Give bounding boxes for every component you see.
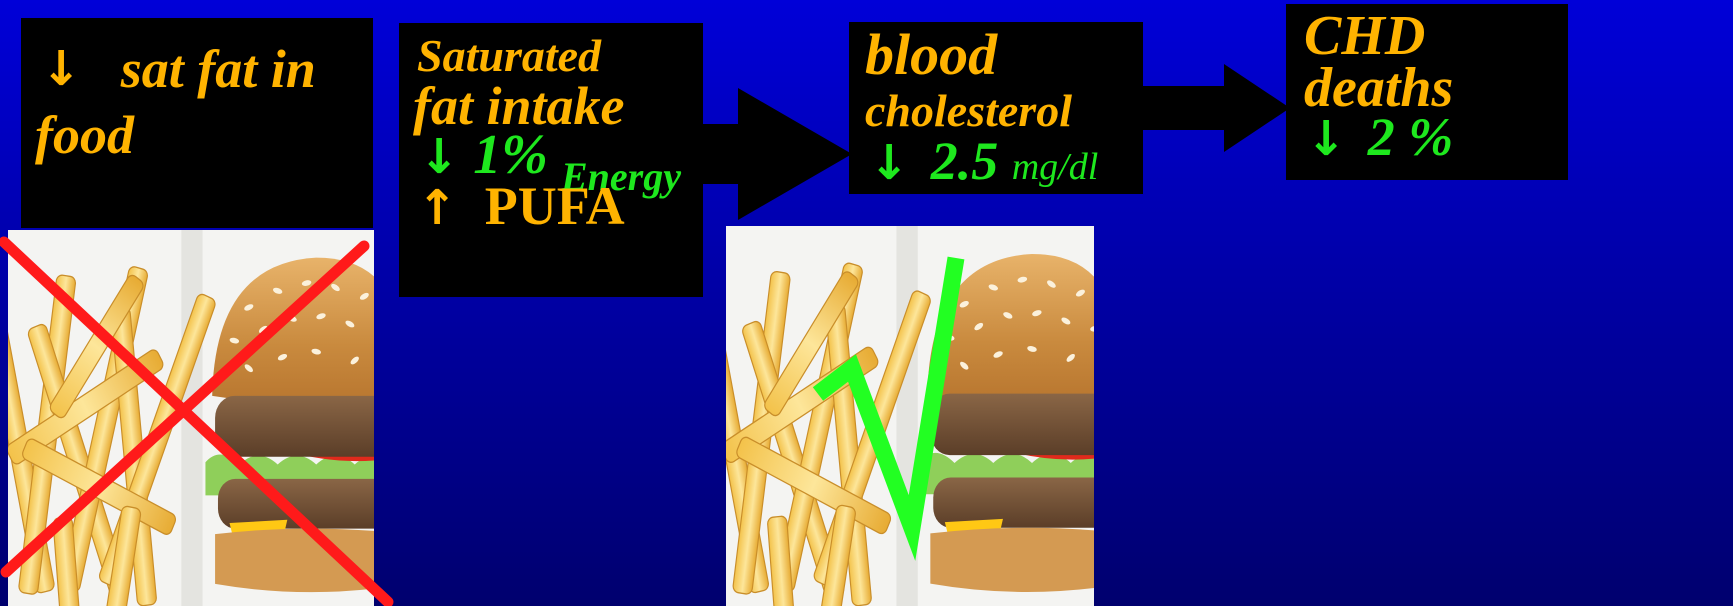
up-arrow-icon: ↑ [417, 180, 457, 236]
flow-arrow-right-icon [700, 88, 860, 228]
box-saturated-fat-intake: Saturated fat intake ↓ 1% Energy ↑ PUFA [399, 23, 703, 297]
box2-line1: Saturated [417, 33, 601, 79]
box3-line2: cholesterol [865, 88, 1072, 134]
green-check-mark-icon [800, 246, 1000, 566]
box-blood-cholesterol: blood cholesterol ↓ 2.5 mg/dl [849, 22, 1143, 194]
box3-value: 2.5 [931, 131, 999, 191]
box-chd-deaths: CHD deaths ↓ 2 % [1286, 4, 1568, 180]
down-arrow-icon: ↓ [419, 129, 459, 185]
box4-line1: CHD [1304, 8, 1425, 64]
box-reduce-sat-fat-food: ↓ sat fat in food [21, 18, 373, 228]
box4-value: 2 % [1368, 107, 1453, 167]
box1-line1: sat fat in [121, 39, 316, 99]
red-x-mark-icon [0, 226, 400, 606]
box1-line2: food [35, 108, 134, 162]
down-arrow-icon: ↓ [1306, 111, 1346, 167]
box3-line1: blood [865, 26, 997, 84]
down-arrow-icon: ↓ [869, 135, 909, 191]
box3-unit: mg/dl [1012, 146, 1099, 188]
down-arrow-icon: ↓ [41, 41, 81, 97]
box2-pufa: PUFA [485, 176, 625, 236]
flow-arrow-right-icon [1140, 64, 1300, 164]
